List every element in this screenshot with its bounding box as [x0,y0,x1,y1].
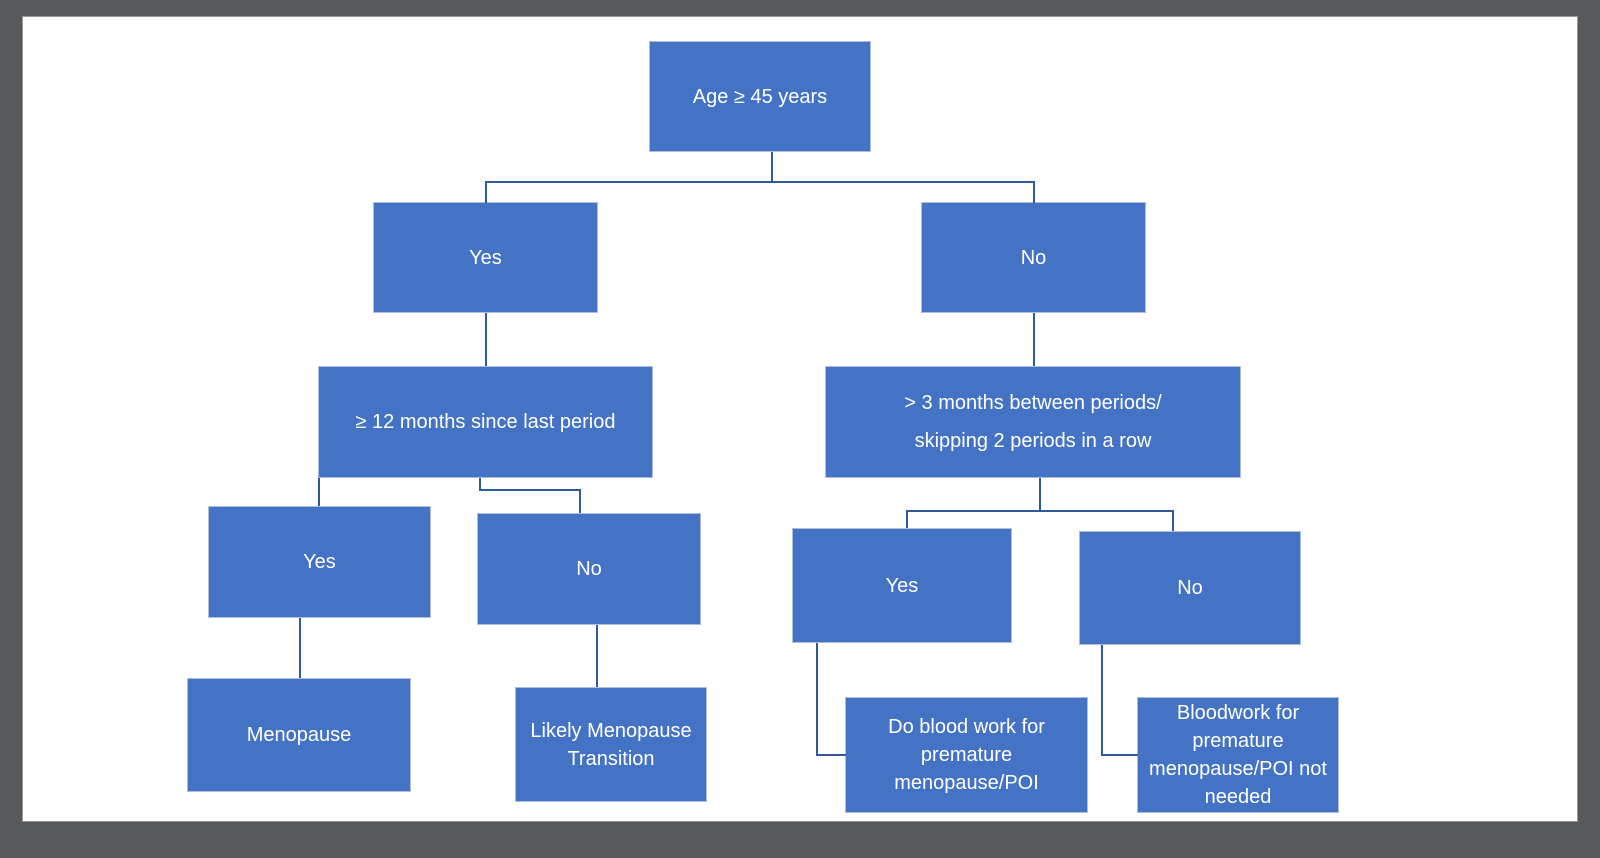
node-age-yes: Yes [373,202,598,313]
connector-12-months-to-yes [318,478,320,506]
connector-no-to-likely [596,625,598,687]
connector-12-months-no-elbow [479,489,581,491]
node-do-bloodwork: Do blood work for premature menopause/PO… [845,697,1088,813]
connector-yes-to-menopause [299,618,301,678]
node-likely-menopause-transition: Likely Menopause Transition [515,687,707,802]
connector-no-to-3-months [1033,313,1035,366]
connector-3-months-split [906,510,1174,512]
node-3-months: > 3 months between periods/ skipping 2 p… [825,366,1241,478]
connector-12-months-no-drop [579,489,581,513]
connector-no-to-not-needed-elbow [1101,754,1138,756]
node-3-months-no: No [1079,531,1301,645]
connector-yes-to-bloodwork-elbow [816,754,846,756]
node-age-no: No [921,202,1146,313]
connector-yes-to-bloodwork-drop [816,643,818,756]
node-12-months: ≥ 12 months since last period [318,366,653,478]
connector-age-to-yes [485,181,487,203]
connector-age-split [485,181,1035,183]
connector-age-stem [771,152,773,182]
connector-3-months-to-yes [906,510,908,528]
node-12-months-yes: Yes [208,506,431,618]
node-age: Age ≥ 45 years [649,41,871,152]
connector-3-months-to-no [1172,510,1174,531]
connector-3-months-stem [1039,478,1041,511]
connector-yes-to-12-months [485,313,487,366]
connector-age-to-no [1033,181,1035,203]
connector-12-months-no-stem [479,478,481,490]
node-12-months-no: No [477,513,701,625]
node-menopause: Menopause [187,678,411,792]
node-3-months-yes: Yes [792,528,1012,643]
node-bloodwork-not-needed: Bloodwork for premature menopause/POI no… [1137,697,1339,813]
connector-no-to-not-needed-drop [1101,645,1103,756]
